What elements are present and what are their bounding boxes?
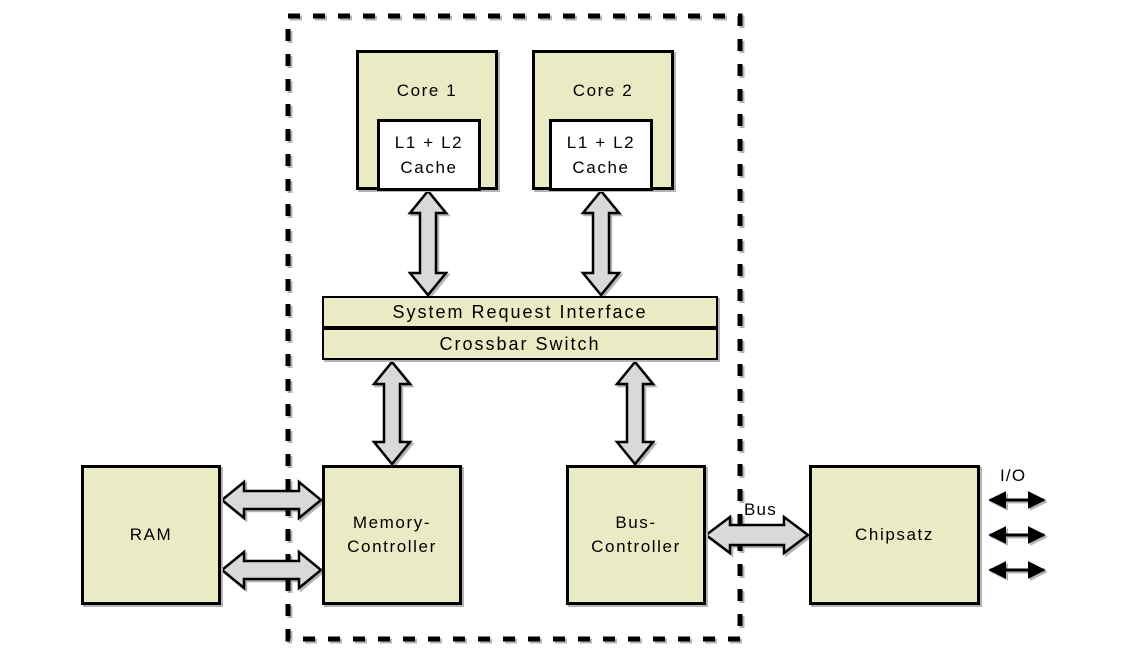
bus-controller-line2: Controller: [591, 537, 681, 556]
crossbar-memorycontroller-double-arrow: [371, 360, 413, 466]
ram-memorycontroller-double-arrow-upper: [220, 479, 323, 521]
core1-cache-line2: Cache: [400, 158, 458, 177]
core1-label: Core 1: [396, 81, 458, 100]
memory-controller-line1: Memory-: [352, 513, 432, 532]
cache2-sri-double-arrow: [580, 189, 622, 297]
bus-controller-line1: Bus-: [615, 513, 657, 532]
crossbar-buscontroller-double-arrow: [614, 360, 656, 466]
bus-controller-box: Bus- Controller: [566, 465, 706, 605]
core2-cache-line1: L1 + L2: [566, 133, 636, 152]
core1-cache-line1: L1 + L2: [394, 133, 464, 152]
core2-label: Core 2: [572, 81, 634, 100]
core2-cache-line2: Cache: [572, 158, 630, 177]
ram-label: RAM: [129, 525, 173, 544]
system-request-interface-label: System Request Interface: [392, 301, 648, 322]
bus-label: Bus: [744, 500, 777, 519]
chipsatz-box: Chipsatz: [809, 465, 980, 605]
core1-cache-box: L1 + L2 Cache: [377, 119, 481, 191]
system-request-interface-bar: System Request Interface: [322, 296, 718, 328]
crossbar-switch-bar: Crossbar Switch: [322, 328, 718, 360]
memory-controller-line2: Controller: [347, 537, 437, 556]
chipsatz-label: Chipsatz: [855, 525, 934, 544]
bus-double-arrow: [703, 514, 811, 556]
cpu-package-dashed-border: [285, 13, 743, 642]
cache1-sri-double-arrow: [407, 189, 449, 297]
ram-box: RAM: [81, 465, 221, 605]
io-label: I/O: [1000, 466, 1027, 485]
memory-controller-box: Memory- Controller: [322, 465, 462, 605]
core2-cache-box: L1 + L2 Cache: [549, 119, 653, 191]
crossbar-switch-label: Crossbar Switch: [439, 333, 601, 354]
ram-memorycontroller-double-arrow-lower: [220, 549, 323, 591]
